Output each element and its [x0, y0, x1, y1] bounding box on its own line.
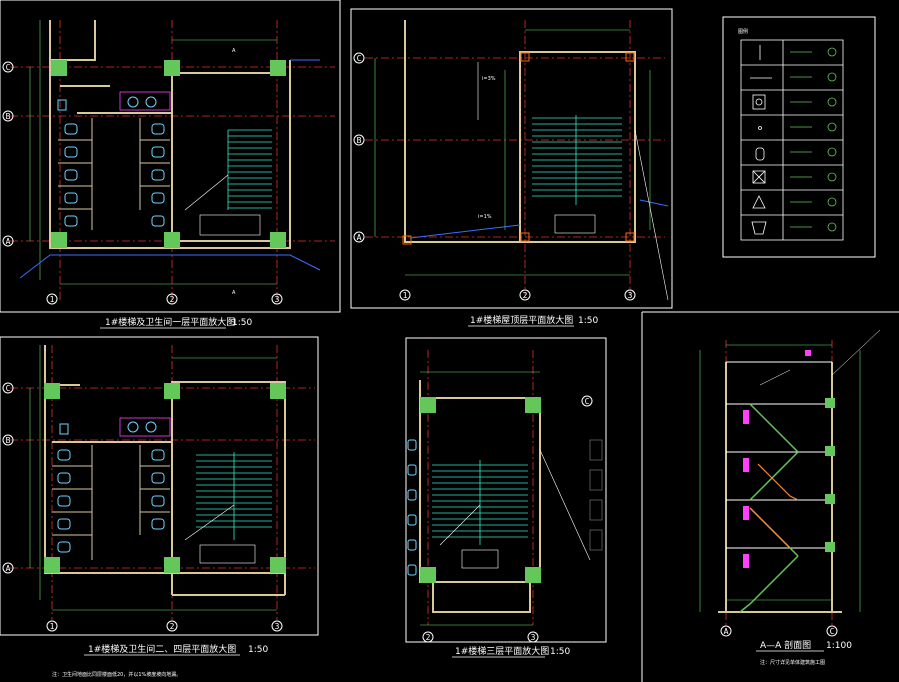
- plan-3-floor: 2 3 C: [407, 350, 603, 643]
- plan-1-scale: 1:50: [232, 318, 252, 328]
- axis-c-plan1: C: [6, 63, 11, 72]
- axis-a-section: A: [724, 627, 729, 636]
- axis-c-plan2: C: [6, 384, 11, 393]
- plan-roof-title: 1#楼梯屋顶层平面放大图: [470, 314, 573, 326]
- axis-a-plan1: A: [6, 237, 11, 246]
- axis-2-plan3: 2: [426, 633, 431, 642]
- axis-3-plan3: 3: [531, 633, 536, 642]
- axis-2-plan1: 2: [170, 295, 175, 304]
- plan-roof: C B A 1 2 3 i=3% i=1%: [353, 20, 669, 301]
- axis-b-plan2: B: [6, 436, 11, 445]
- section-mark-top: A: [232, 48, 236, 54]
- section-a-a: A C: [699, 329, 881, 637]
- section-title: A—A 剖面图: [760, 639, 811, 651]
- axis-a-roof: A: [357, 233, 362, 242]
- toilet-floor-note: 注：卫生间地面比同层楼面低20，并以1%坡度坡向地漏。: [52, 671, 181, 678]
- axis-3-roof: 3: [628, 291, 633, 300]
- axis-b-roof: B: [357, 136, 362, 145]
- plan-2-scale: 1:50: [248, 645, 268, 655]
- plan-1-title: 1#楼梯及卫生间一层平面放大图: [105, 316, 235, 328]
- axis-c-plan3: C: [585, 397, 590, 406]
- axis-b-plan1: B: [6, 112, 11, 121]
- roof-slope-3: i=3%: [482, 76, 496, 82]
- legend-title: 图例: [738, 28, 748, 35]
- plan-3-scale: 1:50: [550, 647, 570, 657]
- axis-1-roof: 1: [403, 291, 408, 300]
- axis-3-plan2: 3: [275, 622, 280, 631]
- plan-roof-scale: 1:50: [578, 316, 598, 326]
- plan-1-first-floor: C B A 1 2 3 A A: [2, 20, 335, 305]
- axis-1-plan2: 1: [50, 622, 55, 631]
- axis-2-plan2: 2: [170, 622, 175, 631]
- axis-1-plan1: 1: [50, 295, 55, 304]
- roof-slope-1: i=1%: [478, 214, 492, 220]
- plan-2-4-floor: C B A 1 2 3: [2, 345, 315, 632]
- axis-a-plan2: A: [6, 564, 11, 573]
- section-note: 注：尺寸详见单体建筑施工图: [760, 659, 825, 666]
- section-scale: 1:100: [826, 641, 852, 651]
- plan-3-title: 1#楼梯三层平面放大图: [455, 645, 549, 657]
- plan-2-title: 1#楼梯及卫生间二、四层平面放大图: [88, 643, 236, 655]
- axis-2-roof: 2: [523, 291, 528, 300]
- axis-c-section: C: [830, 627, 835, 636]
- axis-3-plan1: 3: [275, 295, 280, 304]
- section-mark-bottom: A: [232, 290, 236, 296]
- axis-c-roof: C: [357, 54, 362, 63]
- legend-panel: 图例: [738, 28, 844, 241]
